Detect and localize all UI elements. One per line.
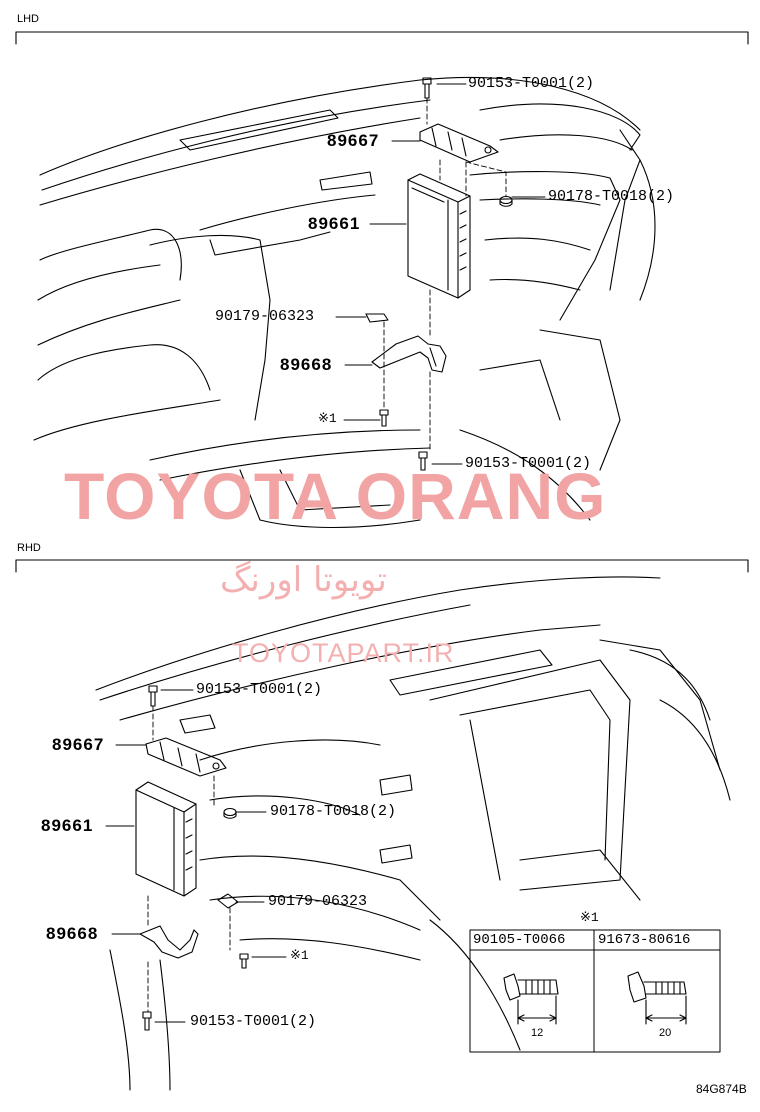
bolt-table-marker: ※1 <box>580 910 599 925</box>
rhd-bolt-ref <box>239 953 249 969</box>
rhd-label-nut: 90178-T0018(2) <box>270 803 397 820</box>
lhd-nut <box>499 195 513 207</box>
lhd-label-bolt-bottom: 90153-T0001(2) <box>465 455 592 472</box>
lhd-ecu-module <box>407 173 471 299</box>
lhd-label-bracket-lower: 89668 <box>280 355 333 374</box>
lhd-frame <box>15 31 749 45</box>
lhd-label-bracket: 89667 <box>327 131 380 150</box>
bolt-1-length: 12 <box>531 1027 544 1039</box>
lhd-bolt-top <box>422 77 432 99</box>
watermark-url: TOYOTAPART.IR <box>232 638 455 668</box>
rhd-upper-bracket <box>145 737 227 777</box>
bolt-2-drawing <box>627 971 687 1025</box>
lhd-label-ref-bolt: ※1 <box>318 411 337 426</box>
rhd-leaders <box>105 689 287 1023</box>
lhd-label-module: 89661 <box>308 214 361 233</box>
lhd-label-clip: 90179-06323 <box>215 308 315 325</box>
rhd-bolt-bottom <box>142 1011 152 1031</box>
rhd-lower-bracket <box>139 925 199 959</box>
rhd-label-module: 89661 <box>41 816 94 835</box>
watermark-persian: تویوتا اورنگ <box>220 560 387 600</box>
lhd-bolt-bottom <box>418 451 428 471</box>
rhd-clip <box>217 893 239 909</box>
rhd-label-bolt-bottom: 90153-T0001(2) <box>190 1013 317 1030</box>
rhd-label-bolt-top: 90153-T0001(2) <box>196 681 323 698</box>
rhd-dash-lines <box>147 705 231 1013</box>
lhd-upper-bracket <box>419 123 499 163</box>
rhd-label-clip: 90179-06323 <box>268 893 368 910</box>
section-label-lhd: LHD <box>17 13 40 25</box>
rhd-frame <box>15 559 749 573</box>
bolt-1-drawing <box>503 973 559 1025</box>
rhd-label-bracket: 89667 <box>52 735 105 754</box>
diagram-code: 84G874B <box>696 1082 747 1096</box>
watermark-brand: TOYOTA ORANG <box>64 459 607 533</box>
lhd-clip <box>365 313 389 323</box>
lhd-leaders <box>335 83 546 465</box>
rhd-ecu-module <box>135 781 197 897</box>
rhd-nut <box>223 807 237 819</box>
rhd-label-bracket-lower: 89668 <box>46 924 99 943</box>
bolt-table-part-1: 90105-T0066 <box>473 932 566 948</box>
lhd-dash-lines <box>383 97 507 453</box>
bolt-table-part-2: 91673-80616 <box>598 932 691 948</box>
lhd-bolt-ref <box>379 409 389 427</box>
section-label-rhd: RHD <box>17 542 41 554</box>
rhd-bolt-top <box>148 685 158 707</box>
rhd-label-ref-bolt: ※1 <box>290 948 309 963</box>
lhd-dashboard-drawing <box>33 76 656 529</box>
lhd-label-bolt-top: 90153-T0001(2) <box>468 75 595 92</box>
bolt-2-length: 20 <box>659 1027 672 1039</box>
rhd-dashboard-drawing <box>95 576 731 1091</box>
lhd-label-nut: 90178-T0018(2) <box>548 188 675 205</box>
lhd-lower-bracket <box>371 335 447 373</box>
bolt-table <box>469 929 721 1053</box>
